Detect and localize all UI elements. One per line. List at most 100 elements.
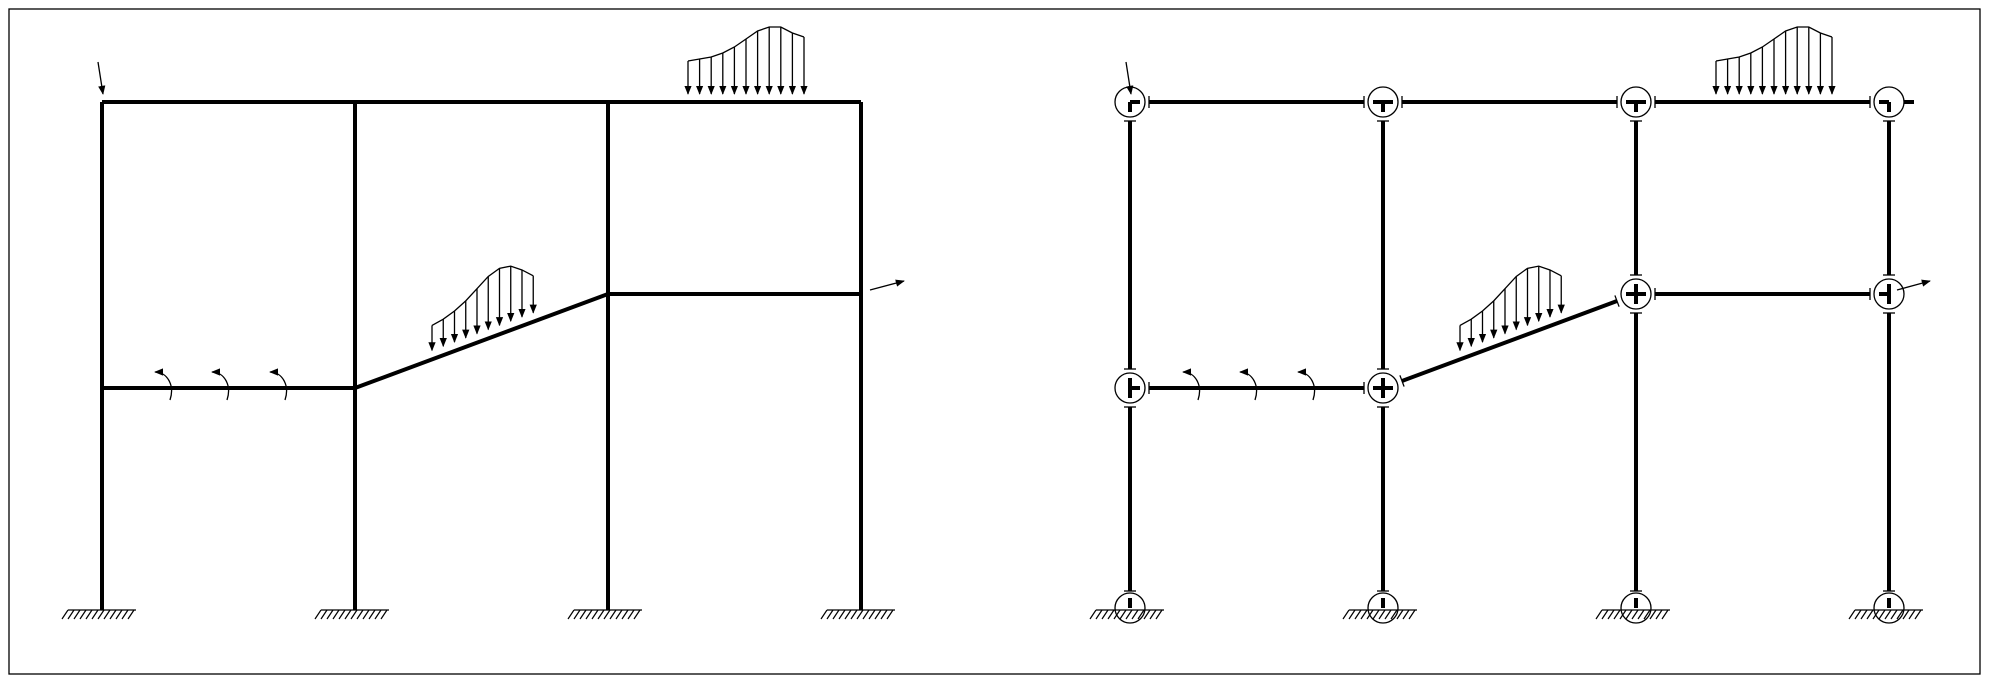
joint-circle-icon: [1620, 86, 1652, 118]
support-hatch: [609, 609, 617, 620]
support-hatch: [368, 609, 376, 620]
support-hatch: [115, 609, 123, 620]
joint-circle: [1873, 86, 1905, 118]
support-hatch: [1854, 609, 1862, 620]
support-hatch: [73, 609, 81, 620]
support-hatch: [1408, 609, 1416, 620]
support-hatch: [886, 609, 894, 620]
joint-circle-icon: [1873, 592, 1905, 624]
support-hatch: [1342, 609, 1350, 620]
support-hatch: [91, 609, 99, 620]
joint-circle: [1620, 592, 1652, 624]
point-load-arrow-icon: [1896, 279, 1931, 291]
support-hatch: [121, 609, 129, 620]
point-load-arrow-icon: [869, 279, 905, 291]
continuous-frame-diagram: [61, 26, 905, 620]
fixed-support-icon: [1848, 609, 1923, 620]
support-hatch: [868, 609, 876, 620]
fixed-support-icon: [61, 609, 136, 620]
distributed-load-roof-right: [1712, 26, 1836, 95]
support-hatch: [585, 609, 593, 620]
inclined-beam: [354, 292, 609, 390]
support-hatch: [1101, 609, 1109, 620]
load-curve: [687, 26, 805, 62]
joint-circle-icon: [1114, 592, 1146, 624]
support-hatch: [1661, 609, 1669, 620]
support-hatch: [573, 609, 581, 620]
joint-circle-icon: [1873, 278, 1905, 310]
support-hatch: [344, 609, 352, 620]
support-hatch: [1643, 609, 1651, 620]
fixed-support-icon: [314, 609, 389, 620]
disassembled-frame-diagram: [1089, 26, 1931, 624]
support-hatch: [1143, 609, 1151, 620]
support-hatch: [1113, 609, 1121, 620]
support-hatch: [356, 609, 364, 620]
support-hatch: [332, 609, 340, 620]
support-hatch: [1601, 609, 1609, 620]
support-hatch: [1119, 609, 1127, 620]
joint-circle: [1367, 372, 1399, 404]
joint-circle: [1620, 86, 1652, 118]
support-hatch: [615, 609, 623, 620]
joint-circle: [1367, 86, 1399, 118]
support-hatch: [79, 609, 87, 620]
support-hatch: [127, 609, 135, 620]
support-hatch: [1402, 609, 1410, 620]
support-hatch: [597, 609, 605, 620]
joint-circle: [1873, 592, 1905, 624]
joint-circle-icon: [1367, 372, 1399, 404]
support-hatch: [826, 609, 834, 620]
joint-circle-icon: [1367, 86, 1399, 118]
distributed-load-incline: [428, 265, 537, 352]
support-hatch: [1390, 609, 1398, 620]
support-hatch: [832, 609, 840, 620]
support-hatch: [838, 609, 846, 620]
distributed-load-incline-right: [1456, 265, 1565, 352]
support-hatch: [1107, 609, 1115, 620]
support-hatch: [1619, 609, 1627, 620]
joint-circle: [1114, 592, 1146, 624]
load-curve: [431, 265, 534, 326]
support-hatch: [1637, 609, 1645, 620]
support-hatch: [1884, 609, 1892, 620]
support-hatch: [1631, 609, 1639, 620]
support-hatch: [567, 609, 575, 620]
joint-circle: [1367, 592, 1399, 624]
support-hatch: [1095, 609, 1103, 620]
moment-load-icon: [154, 368, 173, 401]
support-hatch: [326, 609, 334, 620]
moment-load-icon: [211, 368, 230, 401]
support-hatch: [1372, 609, 1380, 620]
moment-load-icon: [1239, 368, 1258, 401]
support-hatch: [380, 609, 388, 620]
support-hatch: [627, 609, 635, 620]
support-hatch: [1908, 609, 1916, 620]
joint-circle-icon: [1367, 592, 1399, 624]
joint-circle-icon: [1620, 278, 1652, 310]
support-hatch: [1125, 609, 1133, 620]
support-hatch: [320, 609, 328, 620]
support-hatch: [1890, 609, 1898, 620]
joint-circle-icon: [1114, 372, 1146, 404]
support-hatch: [1625, 609, 1633, 620]
support-hatch: [579, 609, 587, 620]
joint-circle-icon: [1873, 86, 1905, 118]
support-hatch: [1384, 609, 1392, 620]
support-hatch: [1860, 609, 1868, 620]
fixed-support-icon: [1089, 609, 1164, 620]
support-hatch: [1155, 609, 1163, 620]
support-hatch: [1848, 609, 1856, 620]
support-hatch: [362, 609, 370, 620]
member-end-tick-icon: [1399, 375, 1405, 387]
support-hatch: [374, 609, 382, 620]
support-hatch: [103, 609, 111, 620]
support-hatch: [1902, 609, 1910, 620]
support-hatch: [1149, 609, 1157, 620]
support-hatch: [1613, 609, 1621, 620]
support-hatch: [862, 609, 870, 620]
support-hatch: [1872, 609, 1880, 620]
joint-circle-icon: [1620, 592, 1652, 624]
moment-load-icon: [269, 368, 288, 401]
